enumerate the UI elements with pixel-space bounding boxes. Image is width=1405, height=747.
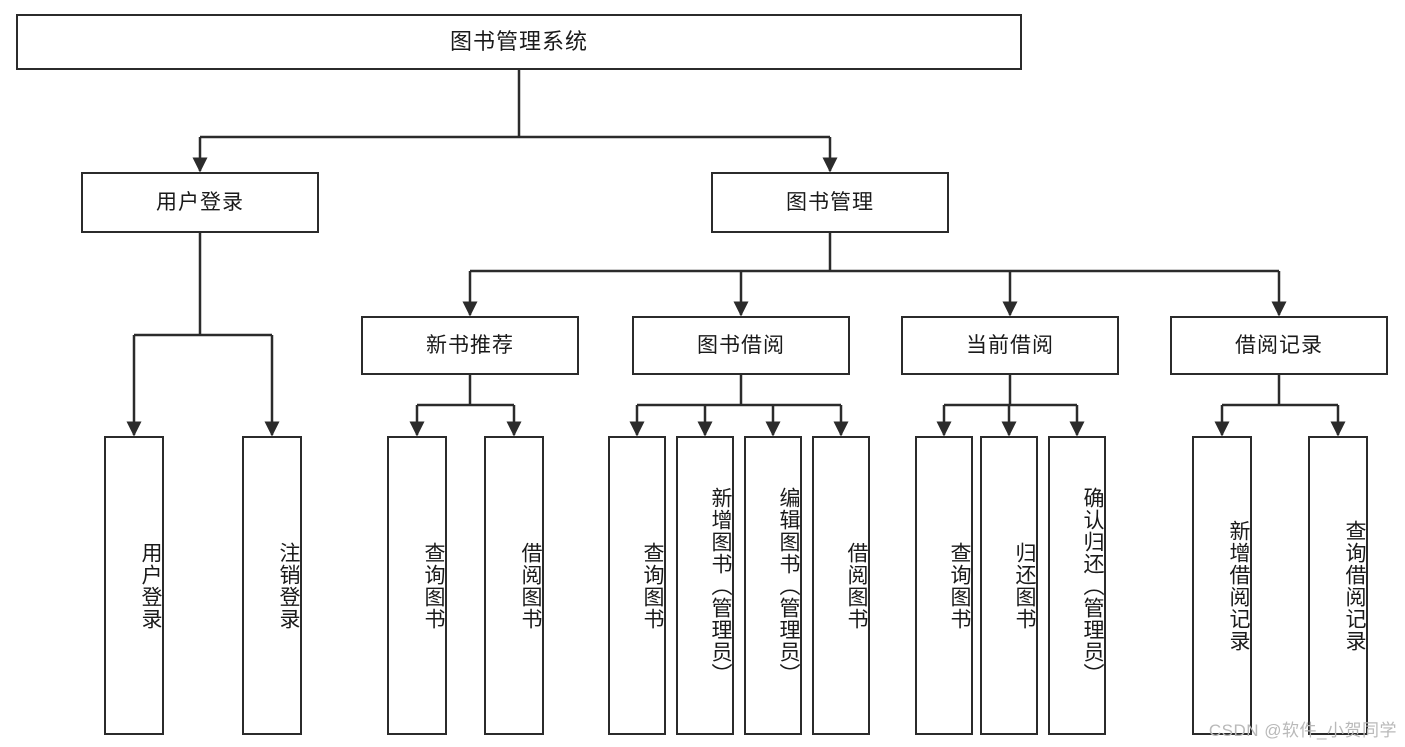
node-l_add[interactable]: 新增图书（管理员） bbox=[676, 436, 734, 735]
node-label: 确认归还（管理员） bbox=[1081, 486, 1104, 685]
node-label: 新增借阅记录 bbox=[1227, 519, 1250, 652]
node-l_ret[interactable]: 归还图书 bbox=[980, 436, 1038, 735]
node-label: 新增图书（管理员） bbox=[709, 486, 732, 685]
watermark: CSDN @软件_小贺同学 bbox=[1208, 721, 1397, 740]
node-label: 图书管理 bbox=[786, 190, 874, 214]
node-label: 查询借阅记录 bbox=[1343, 519, 1366, 652]
node-l_b1[interactable]: 借阅图书 bbox=[484, 436, 544, 735]
node-current[interactable]: 当前借阅 bbox=[901, 316, 1119, 375]
node-l_q1[interactable]: 查询图书 bbox=[387, 436, 447, 735]
node-login[interactable]: 用户登录 bbox=[81, 172, 319, 233]
node-label: 归还图书 bbox=[1013, 541, 1036, 630]
node-l_edit[interactable]: 编辑图书（管理员） bbox=[744, 436, 802, 735]
node-l_q3[interactable]: 查询图书 bbox=[915, 436, 973, 735]
node-label: 新书推荐 bbox=[426, 333, 514, 357]
node-label: 查询图书 bbox=[641, 541, 664, 630]
node-bookmgmt[interactable]: 图书管理 bbox=[711, 172, 949, 233]
node-label: 用户登录 bbox=[156, 190, 244, 214]
node-label: 图书借阅 bbox=[697, 333, 785, 357]
node-root[interactable]: 图书管理系统 bbox=[16, 14, 1022, 70]
node-label: 用户登录 bbox=[139, 541, 162, 630]
node-l_q2[interactable]: 查询图书 bbox=[608, 436, 666, 735]
node-l_conf[interactable]: 确认归还（管理员） bbox=[1048, 436, 1106, 735]
node-records[interactable]: 借阅记录 bbox=[1170, 316, 1388, 375]
node-borrow[interactable]: 图书借阅 bbox=[632, 316, 850, 375]
node-label: 借阅图书 bbox=[519, 541, 542, 630]
node-l_logout[interactable]: 注销登录 bbox=[242, 436, 302, 735]
node-l_qrec[interactable]: 查询借阅记录 bbox=[1308, 436, 1368, 735]
node-newbook[interactable]: 新书推荐 bbox=[361, 316, 579, 375]
node-label: 借阅图书 bbox=[845, 541, 868, 630]
node-label: 借阅记录 bbox=[1235, 333, 1323, 357]
node-l_addrec[interactable]: 新增借阅记录 bbox=[1192, 436, 1252, 735]
node-l_b2[interactable]: 借阅图书 bbox=[812, 436, 870, 735]
node-label: 查询图书 bbox=[948, 541, 971, 630]
node-label: 图书管理系统 bbox=[449, 28, 588, 54]
node-label: 编辑图书（管理员） bbox=[777, 486, 800, 685]
node-label: 查询图书 bbox=[422, 541, 445, 630]
node-label: 注销登录 bbox=[277, 541, 300, 630]
node-label: 当前借阅 bbox=[966, 333, 1054, 357]
node-l_login[interactable]: 用户登录 bbox=[104, 436, 164, 735]
